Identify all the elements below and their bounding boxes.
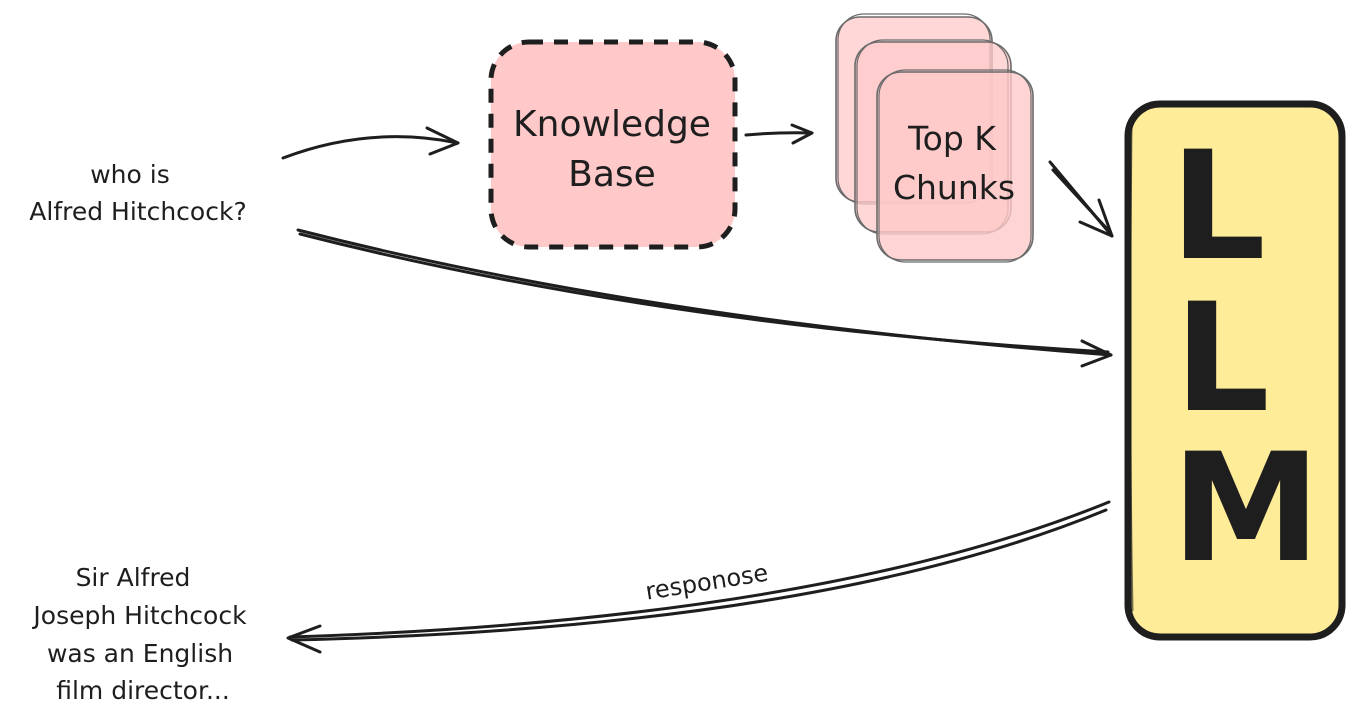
- answer-line-1: Sir Alfred: [76, 563, 191, 592]
- knowledge-base-node: Knowledge Base: [488, 39, 738, 250]
- arrow-kb-to-chunks: [744, 123, 814, 145]
- arrow-question-to-llm: [296, 228, 1113, 368]
- question-line-1: who is: [90, 160, 170, 189]
- answer-text: Sir Alfred Joseph Hitchcock was an Engli…: [31, 563, 247, 705]
- arrow-llm-to-answer: responose: [286, 500, 1111, 654]
- llm-box-sketch-line: [1128, 128, 1134, 612]
- top-k-line-2: Chunks: [893, 168, 1015, 207]
- arrow-chunks-to-llm: [1048, 160, 1114, 238]
- chunk-card-front-sketch: [878, 69, 1032, 263]
- llm-letter-2: L: [1174, 272, 1270, 446]
- llm-letter-3: M: [1171, 422, 1320, 596]
- answer-line-2: Joseph Hitchcock: [31, 601, 247, 630]
- question-line-2: Alfred Hitchcock?: [29, 197, 246, 226]
- knowledge-base-line-1: Knowledge: [513, 104, 711, 145]
- top-k-line-1: Top K: [907, 119, 997, 158]
- knowledge-base-box: [488, 39, 738, 250]
- knowledge-base-line-2: Base: [568, 154, 656, 195]
- answer-line-4: film director...: [56, 676, 230, 705]
- llm-box: [1124, 100, 1346, 641]
- top-k-chunks-node: Top K Chunks: [835, 13, 1034, 263]
- chunk-card-front: [876, 71, 1034, 261]
- response-label: responose: [643, 559, 770, 606]
- llm-letter-1: L: [1170, 120, 1266, 294]
- answer-line-3: was an English: [47, 639, 233, 668]
- arrow-question-to-kb: [281, 126, 460, 160]
- question-text: who is Alfred Hitchcock?: [29, 160, 246, 226]
- llm-node: L L M: [1124, 100, 1346, 641]
